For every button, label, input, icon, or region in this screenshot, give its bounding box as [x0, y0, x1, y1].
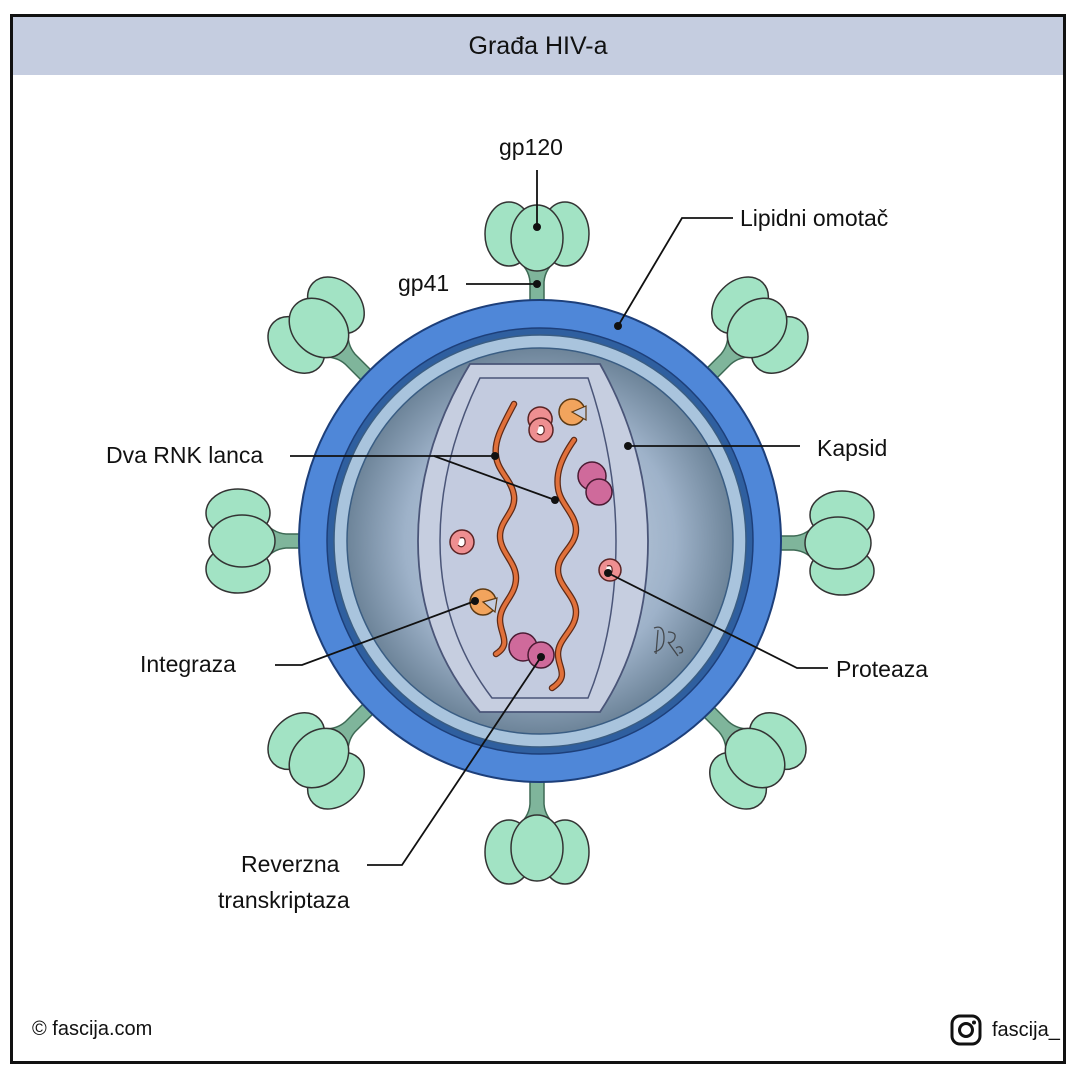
label-capsid: Kapsid [817, 435, 888, 461]
label-rna: Dva RNK lanca [106, 442, 264, 468]
label-integrase: Integraza [140, 651, 236, 677]
leader-lines [275, 170, 828, 866]
title-bar: Građa HIV-a [13, 17, 1063, 75]
integrase-molecules [469, 398, 587, 616]
label-reverse-transcriptase-line1: Reverzna [241, 851, 340, 877]
instagram-icon[interactable] [950, 1014, 982, 1046]
copyright-text: © fascija.com [32, 1018, 153, 1040]
diagram-frame: Građa HIV-a [10, 14, 1066, 1064]
label-gp120: gp120 [499, 134, 563, 160]
reverse-transcriptase-molecules [508, 461, 613, 669]
label-protease: Proteaza [836, 656, 929, 682]
label-gp41: gp41 [398, 270, 450, 296]
label-lipid-envelope: Lipidni omotač [740, 205, 889, 231]
artist-signature [653, 626, 684, 657]
label-reverse-transcriptase-line2: transkriptaza [218, 887, 350, 913]
leader-dots [471, 223, 632, 661]
rna-strand-2 [550, 438, 579, 690]
diagram-title: Građa HIV-a [468, 31, 608, 60]
instagram-handle[interactable]: fascija_ [992, 1019, 1060, 1041]
